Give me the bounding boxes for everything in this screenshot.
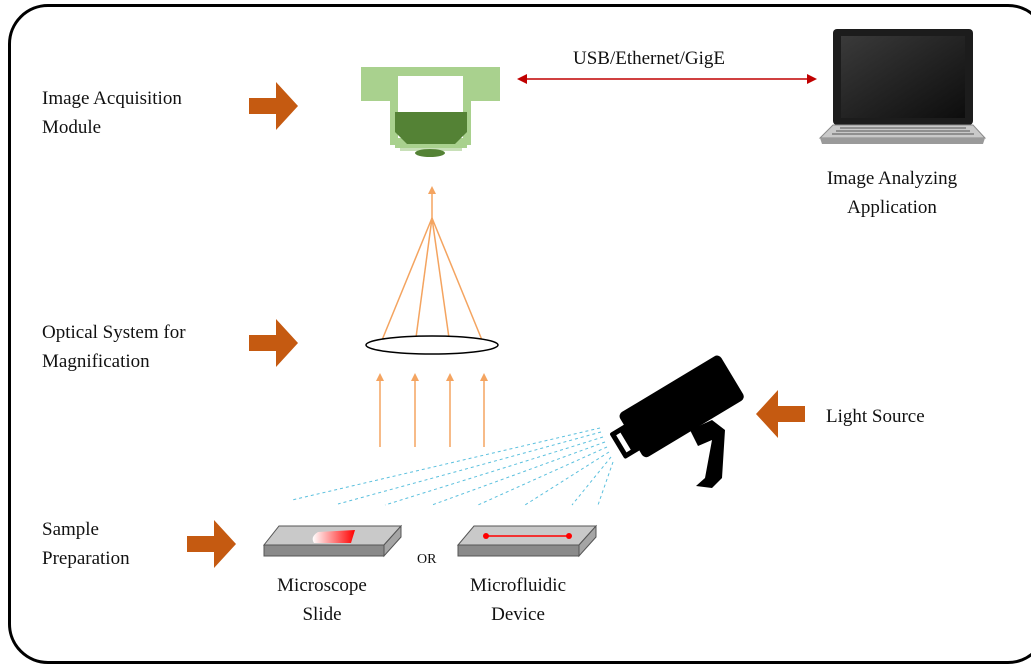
arrow-optical-system (249, 319, 298, 367)
label-microfluidic-device: Microfluidic Device (469, 575, 567, 625)
microfluidic-device-icon (456, 524, 598, 558)
arrow-sample-preparation (187, 520, 236, 568)
optical-rays (376, 186, 488, 447)
arrow-light-source (756, 390, 805, 438)
camera-module-icon (361, 67, 500, 157)
laptop-icon (818, 29, 987, 144)
light-source-icon (610, 355, 744, 488)
microscope-slide-icon (262, 524, 403, 558)
light-beams (291, 427, 614, 506)
lens-icon (365, 335, 499, 355)
label-microscope-slide: Microscope Slide (277, 575, 367, 625)
arrow-image-acquisition (249, 82, 298, 130)
label-light-source: Light Source (826, 406, 925, 427)
diagram-canvas (187, 29, 987, 568)
label-or: OR (417, 552, 437, 567)
label-image-acquisition-module: Image Acquisition Module (42, 88, 182, 138)
label-sample-preparation: Sample Preparation (42, 519, 130, 569)
label-image-analyzing-application: Image Analyzing Application (826, 168, 958, 218)
label-optical-system: Optical System for Magnification (42, 322, 186, 372)
label-connection-type: USB/Ethernet/GigE (573, 48, 725, 69)
